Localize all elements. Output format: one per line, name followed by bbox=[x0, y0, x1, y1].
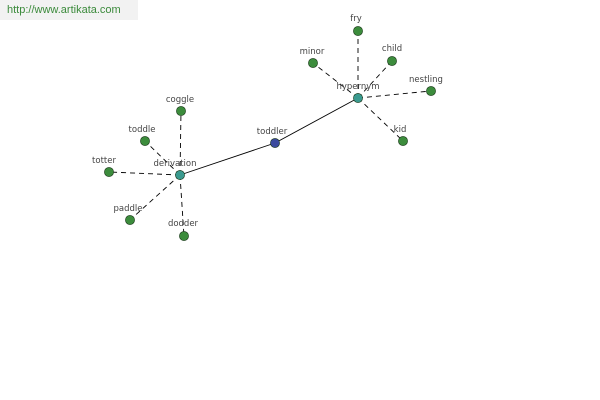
leaf-label-paddle[interactable]: paddle bbox=[114, 204, 143, 214]
leaf-label-kid[interactable]: kid bbox=[394, 125, 407, 135]
leaf-label-nestling[interactable]: nestling bbox=[409, 75, 443, 85]
root-label-toddler[interactable]: toddler bbox=[257, 127, 288, 137]
leaf-node-totter[interactable] bbox=[104, 167, 114, 177]
leaf-label-fry[interactable]: fry bbox=[350, 14, 362, 24]
hub-node-hypernym[interactable] bbox=[353, 93, 363, 103]
edge-derivation-toddle bbox=[144, 140, 181, 176]
edge-hypernym-nestling bbox=[357, 90, 432, 99]
leaf-node-coggle[interactable] bbox=[176, 106, 186, 116]
leaf-node-nestling[interactable] bbox=[426, 86, 436, 96]
edge-hypernym-minor bbox=[312, 62, 359, 99]
edge-toddler-hypernym bbox=[274, 97, 359, 144]
edge-derivation-totter bbox=[108, 171, 181, 176]
leaf-label-coggle[interactable]: coggle bbox=[166, 95, 194, 105]
edge-hypernym-kid bbox=[357, 97, 404, 142]
edge-hypernym-child bbox=[357, 60, 393, 99]
leaf-label-totter[interactable]: totter bbox=[92, 156, 116, 166]
leaf-node-child[interactable] bbox=[387, 56, 397, 66]
leaf-node-toddle[interactable] bbox=[140, 136, 150, 146]
leaf-node-minor[interactable] bbox=[308, 58, 318, 68]
leaf-node-paddle[interactable] bbox=[125, 215, 135, 225]
graph-edges bbox=[108, 31, 432, 237]
leaf-label-dodder[interactable]: dodder bbox=[168, 219, 199, 229]
hub-label-derivation[interactable]: derivation bbox=[153, 159, 196, 169]
source-url[interactable]: http://www.artikata.com bbox=[7, 4, 121, 16]
edge-derivation-coggle bbox=[179, 110, 182, 176]
root-node-toddler[interactable] bbox=[270, 138, 280, 148]
hub-node-derivation[interactable] bbox=[175, 170, 185, 180]
edge-derivation-dodder bbox=[179, 174, 185, 237]
leaf-label-minor[interactable]: minor bbox=[300, 47, 325, 57]
edge-derivation-paddle bbox=[129, 174, 181, 221]
leaf-node-dodder[interactable] bbox=[179, 231, 189, 241]
leaf-node-fry[interactable] bbox=[353, 26, 363, 36]
source-banner: http://www.artikata.com bbox=[0, 0, 138, 20]
leaf-label-toddle[interactable]: toddle bbox=[129, 125, 156, 135]
leaf-node-kid[interactable] bbox=[398, 136, 408, 146]
hub-label-hypernym[interactable]: hypernym bbox=[336, 82, 379, 92]
graph-nodes: coggle toddle totter paddle dodder fry minor ch… bbox=[92, 14, 443, 241]
leaf-label-child[interactable]: child bbox=[382, 44, 402, 54]
edge-toddler-derivation bbox=[179, 142, 276, 176]
